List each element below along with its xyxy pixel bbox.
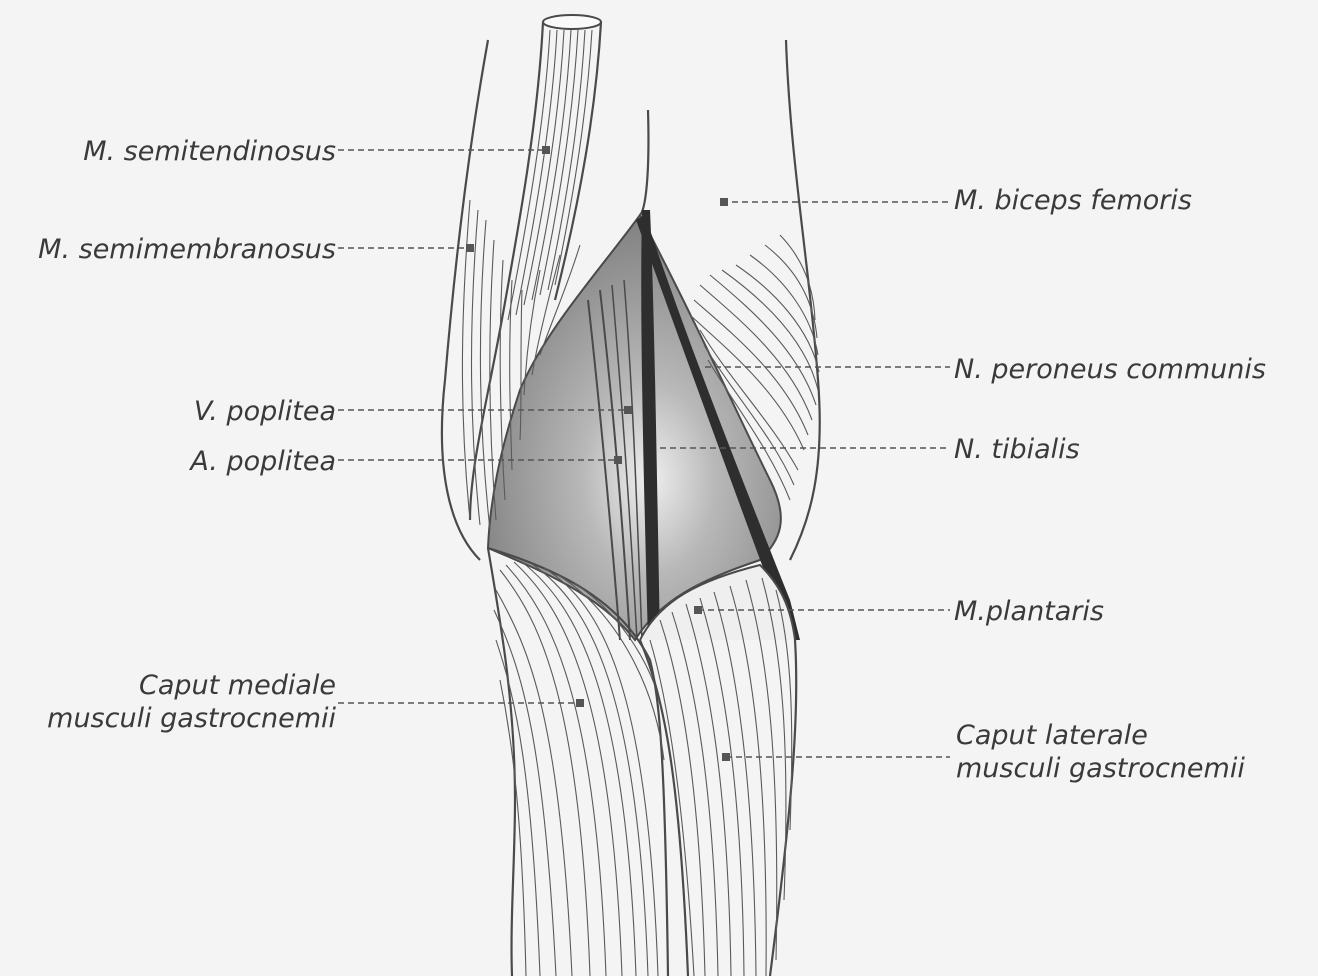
label-plantaris: M.plantaris — [954, 596, 1104, 627]
label-caput-laterale-1: Caput laterale — [956, 720, 1148, 751]
label-semimembranosus: M. semimembranosus — [38, 234, 336, 265]
label-semitendinosus: M. semitendinosus — [83, 136, 336, 167]
label-biceps-femoris: M. biceps femoris — [954, 185, 1192, 216]
label-caput-laterale-2: musculi gastrocnemii — [956, 753, 1245, 784]
popliteal-vessels — [587, 279, 643, 641]
peroneal-nerve — [636, 215, 800, 640]
biceps-femoris-muscle — [639, 109, 820, 501]
label-caput-mediale-1: Caput mediale — [139, 670, 336, 701]
tibial-nerve — [641, 210, 660, 640]
semimembranosus-muscle — [461, 199, 581, 531]
gastrocnemius-lateral-head — [638, 577, 798, 976]
label-caput-mediale-2: musculi gastrocnemii — [47, 703, 336, 734]
gastrocnemius-medial-head — [486, 546, 670, 976]
label-tibialis: N. tibialis — [954, 434, 1080, 465]
label-vena-poplitea: V. poplitea — [194, 396, 336, 427]
label-peroneus-communis: N. peroneus communis — [954, 354, 1266, 385]
thigh-outline-right — [784, 39, 821, 561]
semitendinosus-muscle — [468, 14, 603, 521]
leader-lines — [338, 146, 950, 761]
label-arteria-poplitea: A. poplitea — [188, 446, 336, 477]
thigh-outline-left — [440, 39, 490, 561]
